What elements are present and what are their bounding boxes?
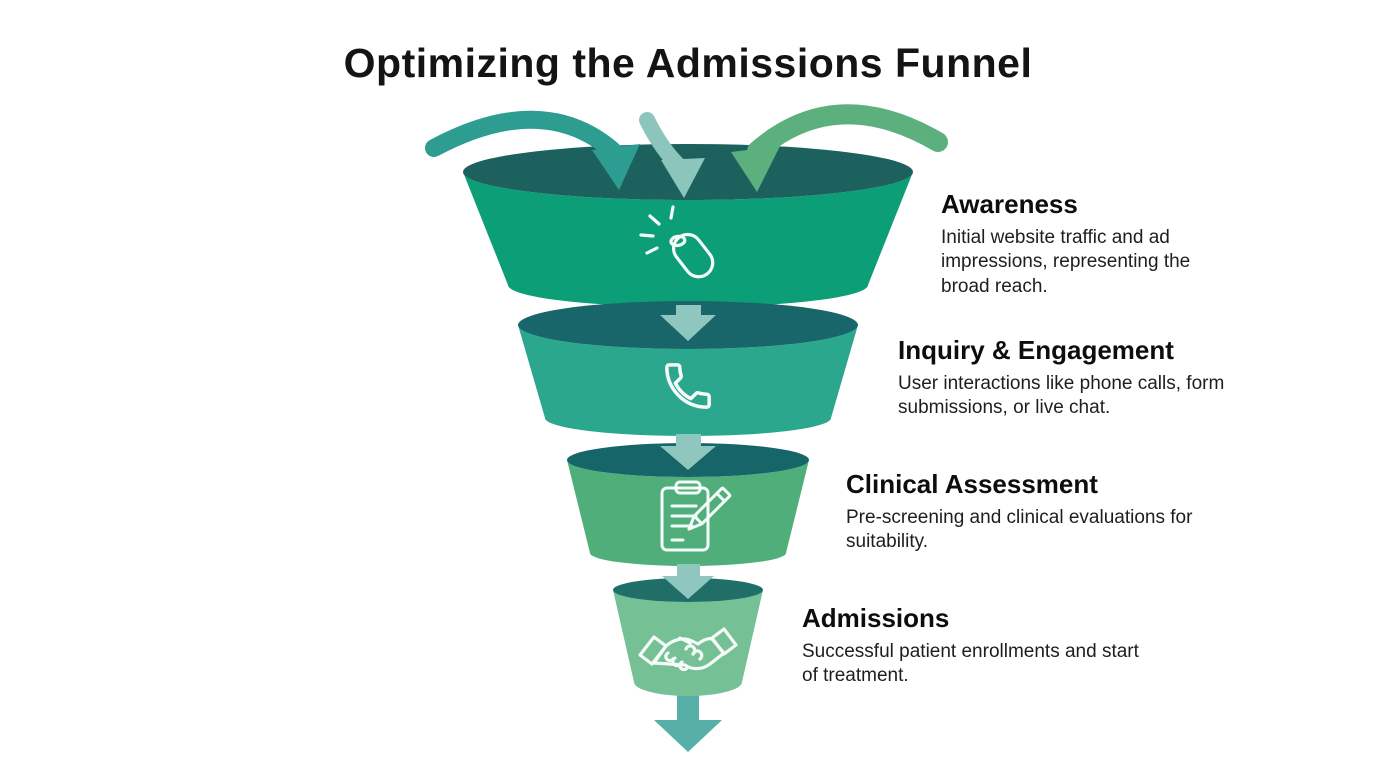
stage-label-admissions: Admissions Successful patient enrollment…: [802, 604, 1152, 689]
mouse-click-icon: [639, 205, 715, 279]
inflow-arrow-right: [747, 104, 948, 161]
exit-arrow: [654, 676, 722, 752]
stage-title: Awareness: [941, 189, 1078, 219]
connector-arrow-3: [662, 564, 714, 599]
funnel-stage-1-body: [463, 172, 913, 307]
stage-label-awareness: Awareness Initial website traffic and ad…: [941, 190, 1243, 300]
connector-arrow-1: [660, 305, 716, 341]
connector-arrow-2: [660, 434, 716, 470]
phone-icon: [665, 363, 711, 409]
stage-label-inquiry-engagement: Inquiry & Engagement User interactions l…: [898, 336, 1230, 421]
stage-title: Inquiry & Engagement: [898, 335, 1174, 365]
stage-description: Successful patient enrollments and start…: [802, 640, 1139, 687]
inflow-arrow-middle-head: [661, 158, 705, 198]
clipboard-pencil-icon: [660, 480, 732, 552]
funnel-stage-2-body: [518, 325, 858, 436]
stage-title: Clinical Assessment: [846, 469, 1098, 499]
stage-description: User interactions like phone calls, form…: [898, 372, 1225, 419]
inflow-arrow-left-head: [592, 144, 640, 190]
funnel-stage-3-body: [567, 460, 809, 566]
stage-label-clinical-assessment: Clinical Assessment Pre-screening and cl…: [846, 470, 1228, 555]
inflow-arrow-left: [425, 110, 621, 159]
stage-description: Pre-screening and clinical evaluations f…: [846, 506, 1193, 553]
stage-title: Admissions: [802, 603, 950, 633]
inflow-arrow-right-head: [731, 146, 780, 192]
handshake-icon: [638, 627, 738, 672]
stage-description: Initial website traffic and ad impressio…: [941, 226, 1191, 298]
page-title: Optimizing the Admissions Funnel: [343, 40, 1033, 86]
